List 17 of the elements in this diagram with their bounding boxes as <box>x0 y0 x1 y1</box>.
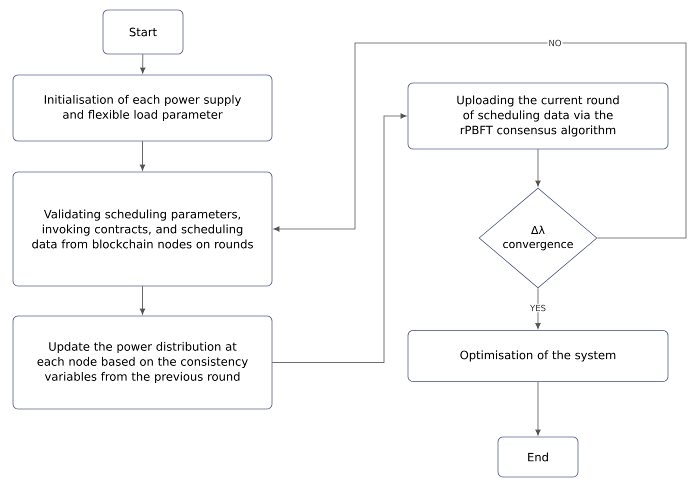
edge-label: YES <box>529 304 547 312</box>
arrow <box>140 286 146 315</box>
arrow <box>272 113 407 363</box>
process-box: Update the power distribution at each node based on the consistency variables from the previous round <box>12 316 272 410</box>
arrow <box>535 149 541 187</box>
process-box: Uploading the current round of scheduling data via the rPBFT consensus algorithm <box>408 82 668 150</box>
arrow <box>140 141 146 171</box>
arrow <box>535 288 541 330</box>
arrow <box>273 42 686 238</box>
arrow <box>535 382 541 436</box>
process-box: End <box>498 436 578 478</box>
process-box: Start <box>102 10 184 54</box>
process-box: Validating scheduling parameters, invoking contracts, and scheduling data from blockchain nodes on rounds <box>12 172 272 286</box>
arrow <box>140 54 146 74</box>
edge-label: NO <box>547 38 563 48</box>
process-box: Initialisation of each power supply and flexible load parameter <box>12 74 272 142</box>
process-box: Optimisation of the system <box>408 330 668 382</box>
